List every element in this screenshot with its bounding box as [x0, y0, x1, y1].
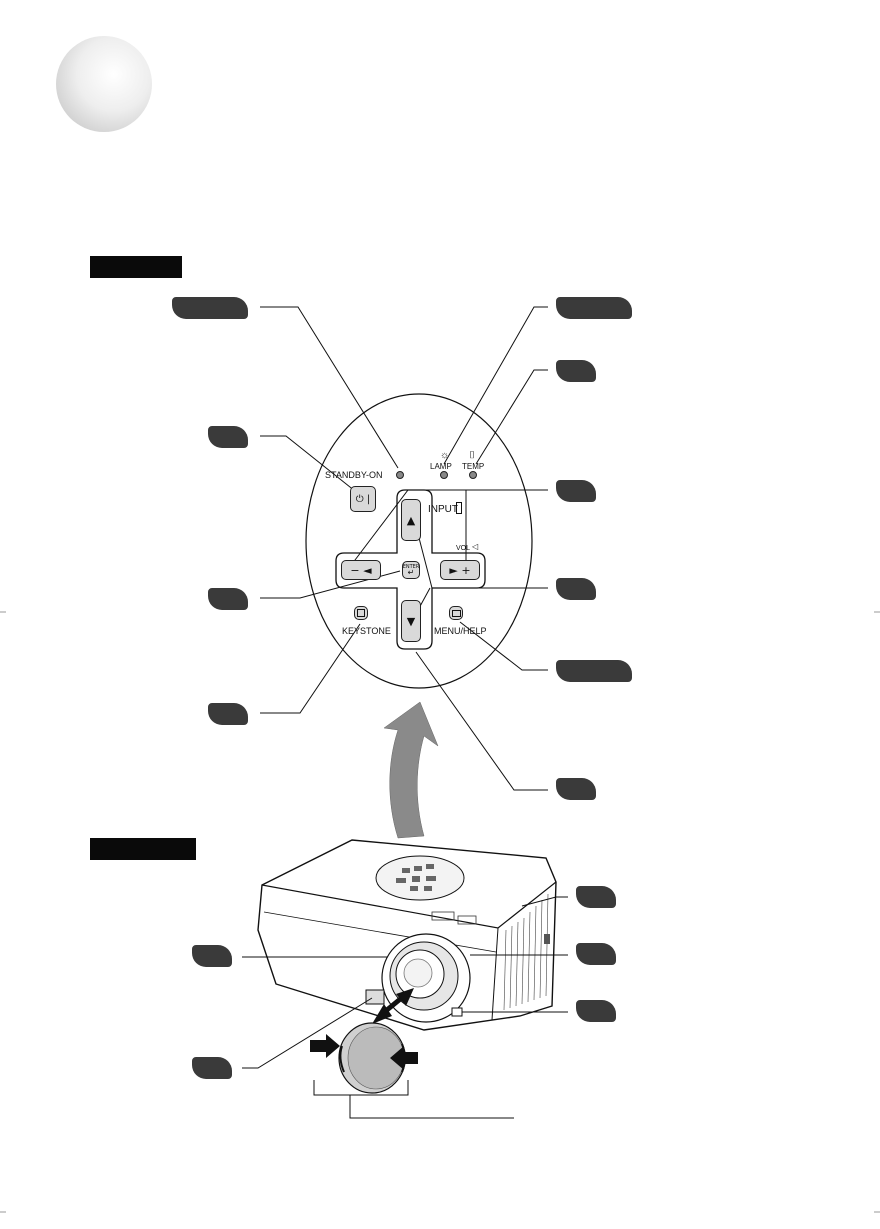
callout-tab — [208, 426, 248, 448]
callout-tab — [208, 588, 248, 610]
control-panel-outline — [305, 393, 533, 689]
enter-button[interactable]: ENTER ↵ — [402, 561, 420, 579]
enter-label: ENTER — [402, 564, 420, 570]
projector-illustration — [257, 839, 557, 1031]
callout-tab — [172, 297, 248, 319]
arrow-down-icon: ▼ — [406, 614, 416, 628]
down-button[interactable]: ▼ — [401, 600, 421, 642]
left-minus-button[interactable]: − ◄ — [341, 560, 381, 580]
enter-icon: ↵ — [407, 568, 415, 577]
callout-tab — [576, 943, 616, 965]
power-button[interactable]: ⏻ | — [350, 486, 376, 512]
keystone-icon — [357, 609, 365, 617]
callout-tab — [556, 578, 596, 600]
standby-on-indicator — [396, 471, 404, 479]
input-icon — [456, 502, 462, 514]
power-icon: ⏻ | — [355, 493, 371, 505]
lamp-label: LAMP — [430, 462, 452, 471]
temp-indicator — [469, 471, 477, 479]
callout-tab — [208, 703, 248, 725]
callout-tab — [556, 778, 596, 800]
lens-cap — [338, 1022, 406, 1094]
right-plus-button[interactable]: ► + — [440, 560, 480, 580]
callout-tab — [556, 480, 596, 502]
lamp-indicator — [440, 471, 448, 479]
plus-right-icon: ► + — [449, 563, 471, 577]
minus-left-icon: − ◄ — [350, 563, 372, 577]
up-button[interactable]: ▲ — [401, 499, 421, 541]
callout-tab — [192, 1057, 232, 1079]
section-header-front-view — [90, 838, 196, 860]
menu-help-button[interactable] — [449, 606, 463, 620]
temp-label: TEMP — [462, 462, 485, 471]
lamp-icon: ☼ — [440, 450, 450, 461]
thermometer-icon: ⌷ — [469, 450, 475, 461]
vol-icon: ◁ — [472, 542, 479, 551]
callout-tab — [576, 1000, 616, 1022]
section-header-top-view — [90, 256, 182, 278]
menu-icon — [451, 609, 461, 617]
callout-tab — [556, 360, 596, 382]
input-label: INPUT — [428, 504, 458, 515]
chapter-circle-decoration — [56, 36, 152, 132]
vol-label: VOL — [456, 545, 471, 552]
callout-tab — [192, 945, 232, 967]
callout-tab — [556, 660, 632, 682]
direction-arrow — [383, 701, 439, 839]
standby-on-label: STANDBY-ON — [325, 470, 383, 480]
keystone-button[interactable] — [354, 606, 368, 620]
attach-detach-arrow — [372, 988, 414, 1024]
callout-tab — [576, 886, 616, 908]
keystone-label: KEYSTONE — [342, 626, 391, 636]
menu-help-label: MENU/HELP — [434, 626, 487, 636]
arrow-up-icon: ▲ — [406, 513, 416, 527]
callout-tab — [556, 297, 632, 319]
